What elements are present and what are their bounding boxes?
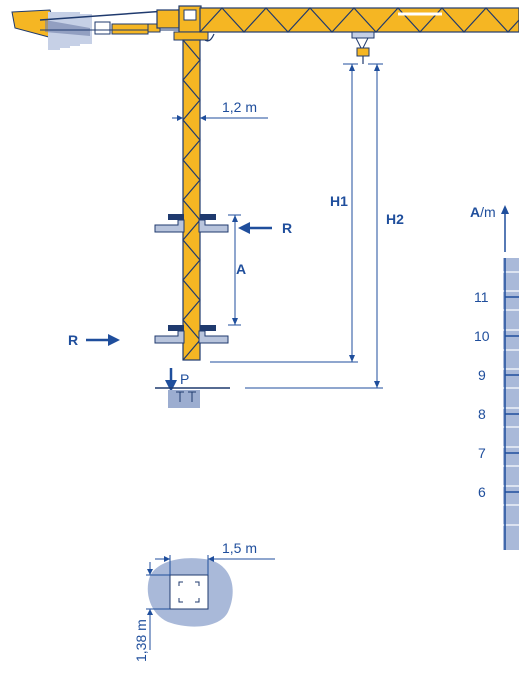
reaction-lower-label: R bbox=[68, 332, 78, 348]
collar-spacing-dimension: A bbox=[228, 214, 246, 326]
base-plan-view: 1,5 m 1,38 m bbox=[133, 540, 275, 662]
scale-ticks: 11 10 9 8 7 6 bbox=[474, 289, 490, 500]
reaction-upper-arrow: R bbox=[238, 220, 292, 236]
scale-tick: 8 bbox=[478, 406, 486, 422]
height-h1-label: H1 bbox=[330, 193, 348, 209]
height-h2-dimension: H2 bbox=[245, 63, 404, 389]
load-label: P bbox=[180, 371, 189, 387]
base-depth-label: 1,38 m bbox=[133, 619, 149, 662]
height-h2-label: H2 bbox=[386, 211, 404, 227]
scale-tick: 10 bbox=[474, 328, 490, 344]
spacing-label: A bbox=[236, 261, 246, 277]
load-arrow: P bbox=[165, 368, 189, 392]
counter-jib bbox=[11, 9, 181, 50]
mast-width-dimension: 1,2 m bbox=[172, 99, 268, 121]
scale-axis-label: A/m bbox=[470, 204, 496, 220]
reaction-upper-label: R bbox=[282, 220, 292, 236]
base-width-label: 1,5 m bbox=[222, 540, 257, 556]
mast-width-label: 1,2 m bbox=[222, 99, 257, 115]
height-h1-dimension: H1 bbox=[210, 63, 358, 363]
upper-tie-collar bbox=[154, 214, 229, 233]
lower-tie-collar bbox=[154, 325, 229, 344]
reaction-lower-arrow: R bbox=[68, 332, 120, 348]
crane-cab bbox=[156, 5, 215, 42]
foundation bbox=[155, 387, 230, 408]
jib bbox=[199, 7, 519, 33]
height-scale: A/m 11 bbox=[470, 204, 519, 550]
scale-tick: 11 bbox=[474, 289, 489, 305]
crane-mast bbox=[182, 39, 201, 361]
scale-tick: 9 bbox=[478, 367, 486, 383]
trolley-hook bbox=[351, 31, 375, 64]
scale-tick: 7 bbox=[478, 445, 486, 461]
scale-tick: 6 bbox=[478, 484, 486, 500]
